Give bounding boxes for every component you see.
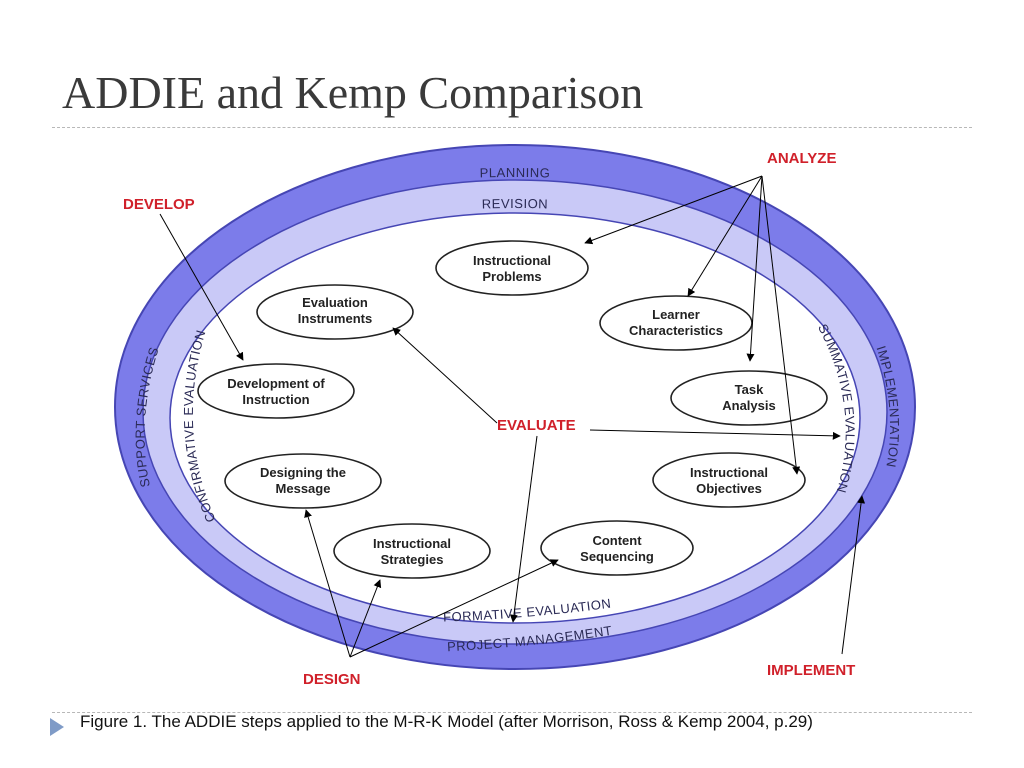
- arrow-evaluate-formative: [509, 435, 538, 623]
- arrow-analyze-learner: [687, 175, 763, 297]
- arrow-analyze-task: [746, 175, 763, 362]
- figure-caption: Figure 1. The ADDIE steps applied to the…: [80, 712, 813, 731]
- addie-kemp-diagram: PLANNING REVISION SUPPORT SERVICES CONFI…: [114, 144, 916, 688]
- ring-label-revision: REVISION: [482, 196, 549, 211]
- arrow-implement-implementation: [841, 495, 866, 655]
- slide-title: ADDIE and Kemp Comparison: [62, 67, 644, 118]
- arrows: [159, 175, 866, 658]
- label-develop: DEVELOP: [123, 196, 195, 213]
- title-divider: [52, 127, 972, 128]
- arrow-evaluate-instruments: [392, 327, 498, 424]
- arrow-develop-development: [159, 213, 244, 361]
- arrow-evaluate-implementation: [589, 429, 841, 440]
- arrow-analyze-problems: [584, 175, 763, 245]
- arrow-design-strategies: [349, 579, 382, 658]
- label-analyze: ANALYZE: [767, 150, 836, 167]
- label-evaluate: EVALUATE: [497, 417, 576, 434]
- label-implement: IMPLEMENT: [767, 662, 855, 679]
- arrow-design-sequencing: [349, 559, 559, 658]
- caption-divider: [52, 712, 972, 713]
- ring-label-planning: PLANNING: [479, 165, 550, 180]
- bullet-triangle-icon: [50, 718, 64, 736]
- arrow-design-message: [304, 509, 351, 658]
- label-design: DESIGN: [303, 671, 361, 688]
- arrow-analyze-objectives: [761, 175, 801, 475]
